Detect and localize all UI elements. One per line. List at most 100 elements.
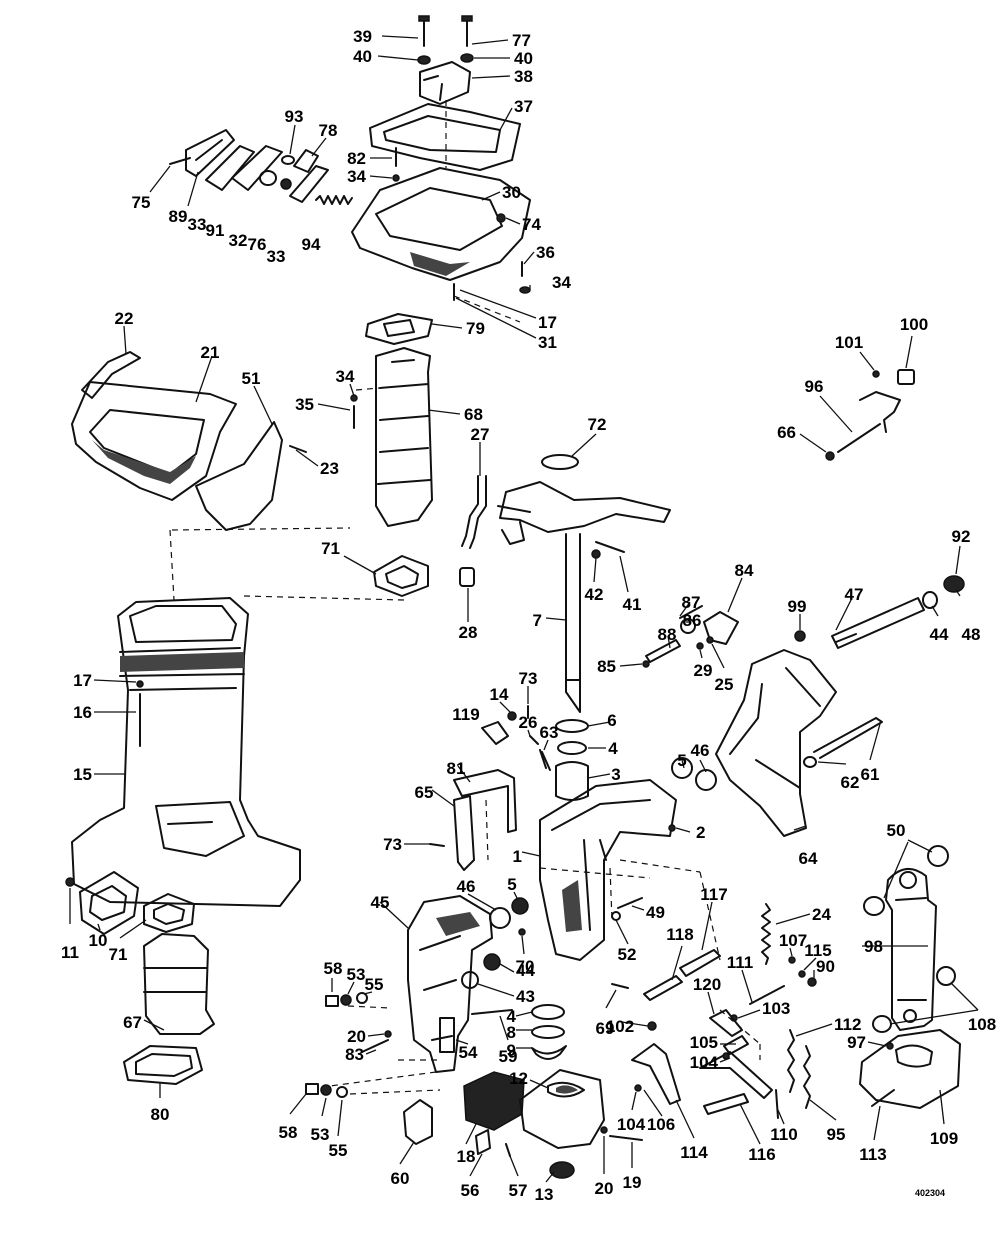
washer-52: [611, 911, 621, 921]
lever-120: [709, 1009, 743, 1037]
callout-114: 114: [680, 1143, 708, 1162]
callout-90: 90: [816, 957, 835, 976]
pin-111: [749, 985, 785, 1005]
callout-65: 65: [415, 783, 434, 802]
callout-62: 62: [841, 773, 860, 792]
steering-arm: [497, 481, 671, 545]
callout-55a: 55: [365, 975, 384, 994]
nut-90: [807, 977, 817, 987]
callout-11: 11: [61, 943, 79, 962]
callout-109: 109: [930, 1129, 958, 1148]
callout-120: 120: [693, 975, 721, 994]
assembly-line-lower: [329, 1005, 441, 1095]
callout-97: 97: [847, 1033, 866, 1052]
bushing-62: [803, 756, 817, 768]
callout-33b: 33: [267, 247, 286, 266]
plate-54: [439, 1017, 455, 1053]
callout-118: 118: [666, 925, 693, 944]
callout-71b: 71: [109, 945, 128, 964]
exhaust-tube-68: [375, 347, 433, 527]
callout-51: 51: [242, 369, 261, 388]
callout-61: 61: [861, 765, 880, 784]
pin-113: [871, 1089, 895, 1107]
seal-71-lower: [143, 893, 195, 933]
callout-46b: 46: [457, 877, 476, 896]
callout-111: 111: [727, 953, 754, 972]
screw-57: [505, 1143, 511, 1157]
seal-22: [81, 351, 141, 399]
pin-2: [668, 824, 676, 832]
callout-50: 50: [887, 821, 906, 840]
callout-55b: 55: [329, 1141, 348, 1160]
callout-69: 69: [596, 1019, 615, 1038]
ring-93: [281, 155, 295, 165]
rod-61: [813, 717, 883, 759]
callout-63: 63: [540, 723, 559, 742]
callout-21: 21: [201, 343, 220, 362]
bracket-64: [715, 649, 837, 837]
washer-76: [280, 178, 292, 190]
callout-57: 57: [509, 1181, 528, 1200]
spring-95: [803, 1045, 811, 1109]
callout-54: 54: [459, 1043, 478, 1062]
callout-64: 64: [799, 849, 818, 868]
washer-29: [696, 642, 704, 650]
seal-4-upper: [557, 741, 587, 755]
callout-110: 110: [770, 1125, 797, 1144]
callout-27: 27: [471, 425, 490, 444]
callout-100: 100: [900, 315, 928, 334]
leader-lines: [69, 35, 979, 1183]
bushing-108-right: [936, 966, 956, 986]
callout-39: 39: [353, 27, 372, 46]
callout-83: 83: [345, 1045, 364, 1064]
callout-76: 76: [248, 235, 267, 254]
cylinder-98-eye-top: [899, 871, 917, 889]
callout-37: 37: [514, 97, 533, 116]
callout-34b: 34: [552, 273, 571, 292]
callout-20b: 20: [595, 1179, 614, 1198]
callout-93: 93: [285, 107, 304, 126]
callout-44b: 44: [516, 961, 535, 980]
callout-44a: 44: [930, 625, 949, 644]
assembly-line-31: [453, 295, 521, 323]
callout-35: 35: [295, 395, 314, 414]
plate-60: [403, 1099, 433, 1145]
callout-117: 117: [700, 885, 727, 904]
callout-16: 16: [73, 703, 92, 722]
spring-112: [787, 1029, 795, 1093]
callout-31: 31: [538, 333, 557, 352]
callout-58a: 58: [324, 959, 343, 978]
callout-80: 80: [151, 1105, 170, 1124]
washer-104-lower: [634, 1084, 642, 1092]
callout-20a: 20: [347, 1027, 366, 1046]
callout-24: 24: [812, 905, 831, 924]
callout-112: 112: [834, 1015, 861, 1034]
callout-56: 56: [461, 1181, 480, 1200]
cowl-51: [195, 421, 283, 531]
gasket-33-right: [289, 165, 329, 203]
washer-70: [518, 928, 526, 936]
callout-102: 102: [606, 1017, 634, 1036]
callout-22: 22: [115, 309, 134, 328]
callout-7: 7: [533, 611, 542, 630]
callout-79: 79: [466, 319, 485, 338]
callout-84: 84: [735, 561, 754, 580]
callout-52: 52: [618, 945, 637, 964]
callout-32: 32: [229, 231, 248, 250]
nut-92: [943, 575, 965, 593]
clip-56: [475, 1129, 491, 1155]
bolt-83: [361, 1039, 389, 1053]
seal-4-lower: [531, 1004, 565, 1020]
bushing-108-left: [872, 1015, 892, 1033]
callout-67: 67: [123, 1013, 142, 1032]
bolt-59: [471, 1009, 513, 1015]
callout-6: 6: [607, 711, 616, 730]
exhaust-seal-67: [143, 933, 215, 1035]
cylinder-98: [885, 868, 937, 1031]
link-96: [837, 391, 901, 453]
bushing-3: [555, 761, 589, 801]
plate-118: [643, 975, 683, 1001]
callout-99: 99: [788, 597, 807, 616]
callout-98: 98: [864, 937, 883, 956]
